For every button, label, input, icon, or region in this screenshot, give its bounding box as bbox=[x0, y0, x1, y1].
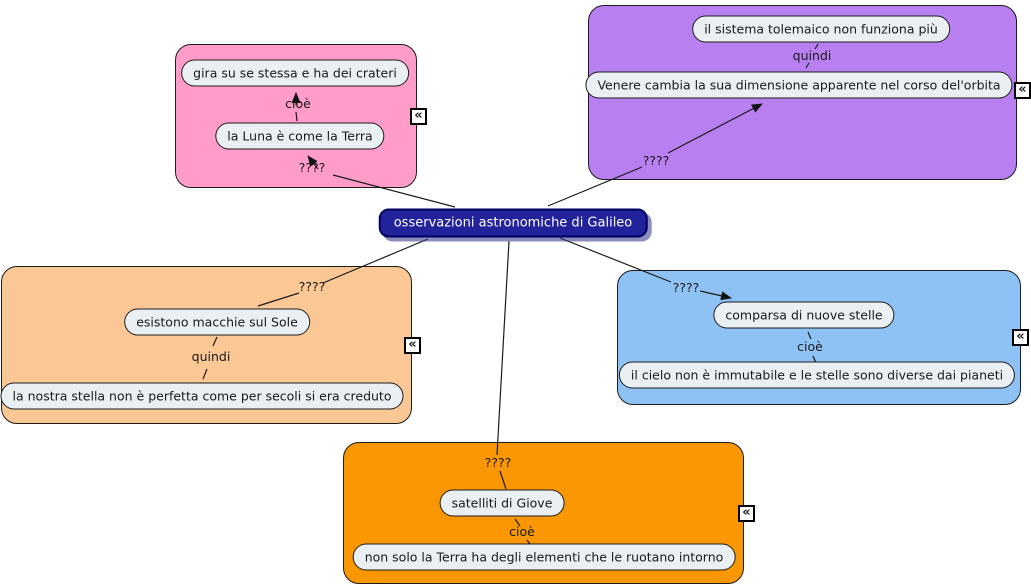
collapse-chevrons-icon-jupiter[interactable]: « bbox=[738, 505, 755, 522]
concept-jupiter-top[interactable]: satelliti di Giove bbox=[439, 489, 565, 517]
concept-venus-top[interactable]: il sistema tolemaico non funziona più bbox=[692, 15, 950, 43]
concept-moon-top[interactable]: gira su se stessa e ha dei crateri bbox=[181, 59, 409, 87]
question-label-stars[interactable]: ???? bbox=[672, 280, 700, 295]
central-node[interactable]: osservazioni astronomiche di Galileo bbox=[378, 208, 648, 238]
concept-sun-bottom[interactable]: la nostra stella non è perfetta come per… bbox=[0, 382, 404, 410]
question-label-moon[interactable]: ???? bbox=[298, 160, 326, 175]
collapse-chevrons-icon-moon[interactable]: « bbox=[410, 108, 427, 125]
link-label-moon[interactable]: cioè bbox=[285, 96, 311, 111]
link-label-venus[interactable]: quindi bbox=[792, 48, 832, 63]
question-label-venus[interactable]: ???? bbox=[642, 153, 670, 168]
concept-stars-bottom[interactable]: il cielo non è immutabile e le stelle so… bbox=[618, 361, 1016, 389]
link-label-sun[interactable]: quindi bbox=[191, 349, 231, 364]
concept-stars-top[interactable]: comparsa di nuove stelle bbox=[713, 301, 895, 329]
collapse-chevrons-icon-sun[interactable]: « bbox=[404, 337, 421, 354]
concept-venus-bottom[interactable]: Venere cambia la sua dimensione apparent… bbox=[585, 71, 1013, 99]
link-label-jupiter[interactable]: cioè bbox=[509, 524, 535, 539]
link-label-stars[interactable]: cioè bbox=[797, 339, 823, 354]
concept-sun-top[interactable]: esistono macchie sul Sole bbox=[124, 308, 310, 336]
collapse-chevrons-icon-stars[interactable]: « bbox=[1012, 329, 1029, 346]
collapse-chevrons-icon-venus[interactable]: « bbox=[1014, 82, 1031, 99]
question-label-jupiter[interactable]: ???? bbox=[484, 455, 512, 470]
question-label-sun[interactable]: ???? bbox=[298, 279, 326, 294]
concept-moon-bottom[interactable]: la Luna è come la Terra bbox=[215, 122, 385, 150]
concept-jupiter-bottom[interactable]: non solo la Terra ha degli elementi che … bbox=[352, 543, 736, 571]
